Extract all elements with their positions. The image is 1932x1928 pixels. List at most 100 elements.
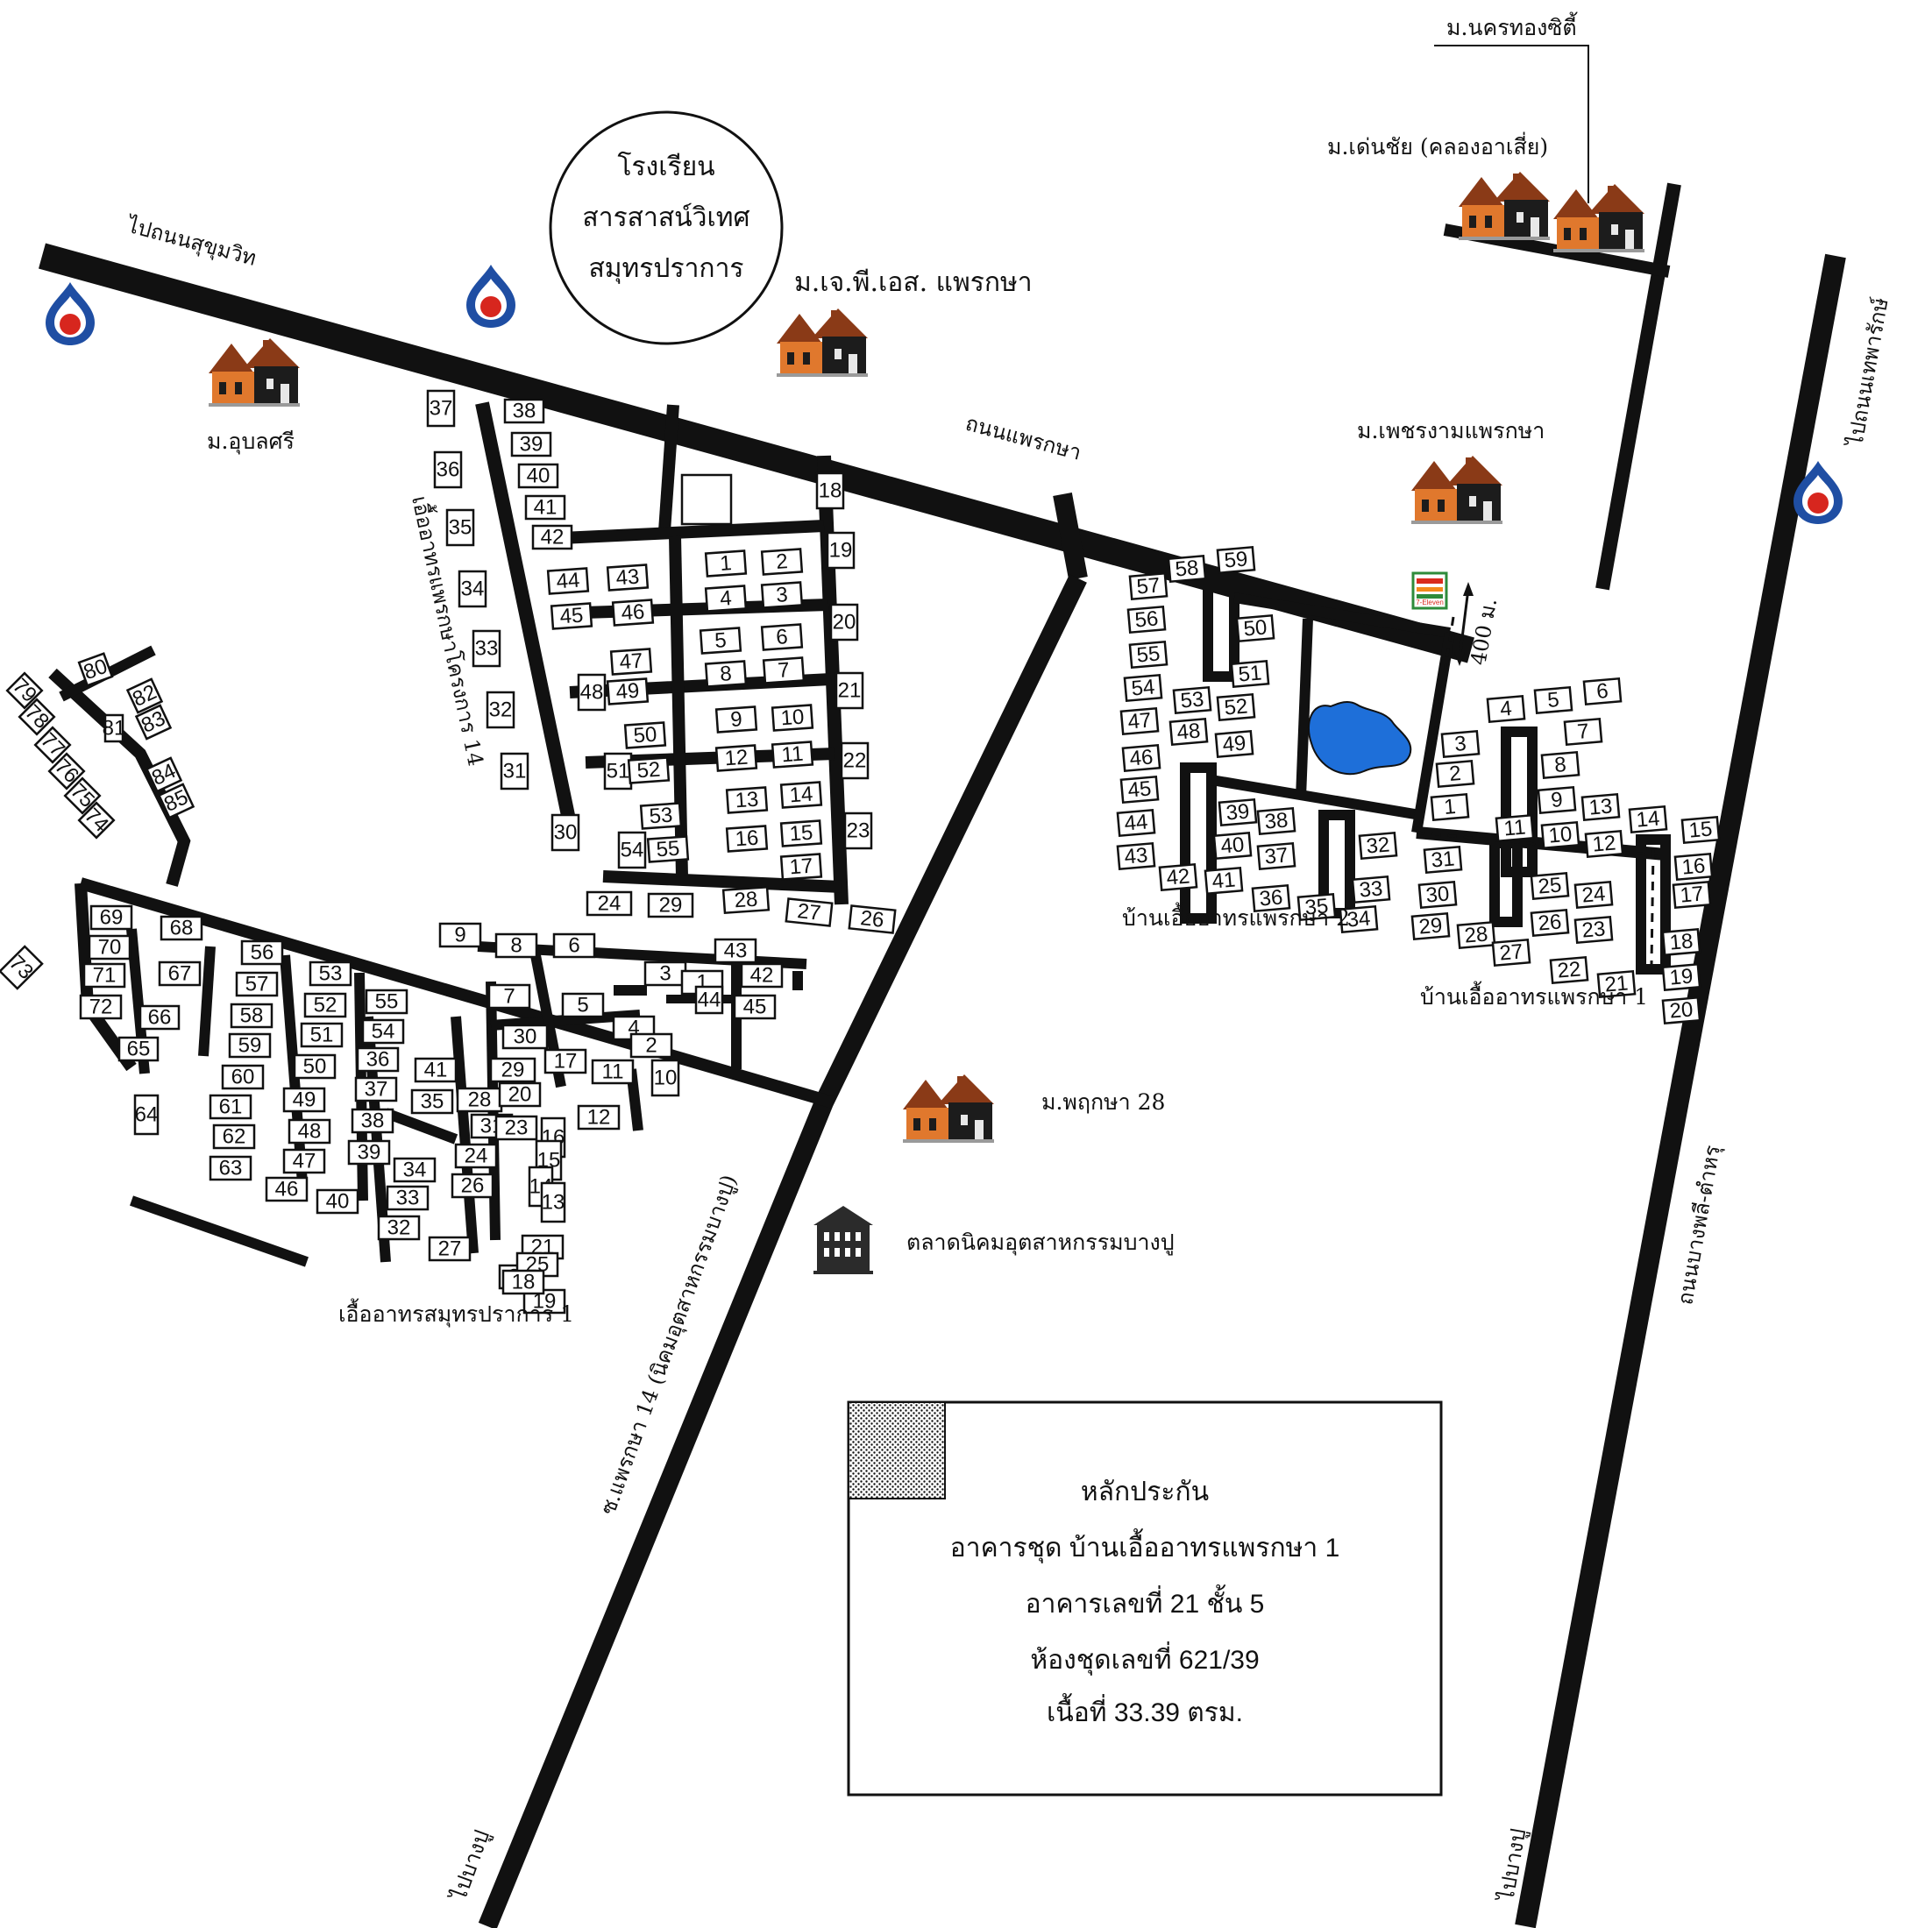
plot-cluster-a: 23 [843,812,873,850]
plot-cluster-d: 32 [1358,831,1398,861]
plot-cluster-b: 80 [77,652,114,687]
plot-box [1563,717,1603,747]
plot-box [498,1081,542,1108]
plot-cluster-a: 29 [647,892,694,918]
plot-box [117,1036,160,1062]
plot-number: 41 [1211,868,1237,893]
plot-box [88,934,131,960]
plot-box [347,1139,391,1166]
plot-cluster-c: 52 [303,992,347,1018]
plot-box [82,962,126,989]
plot-cluster-e: 18 [1661,927,1701,957]
plot-box [63,776,102,815]
plot-number: 18 [512,1271,536,1294]
plot-box [785,897,834,927]
plot-box [760,581,804,609]
plot-cluster-c: 68 [160,915,203,941]
ban-ua-athorn-1-label: บ้านเอื้ออาทรแพรกษา 1 [1420,981,1648,1010]
plot-box [212,1123,256,1150]
seven-eleven-logo-icon: 7-Eleven [1411,571,1448,610]
plot-number: 41 [424,1059,448,1082]
plot-number: 37 [365,1078,388,1102]
plot-cluster-c: 20 [498,1081,542,1108]
plot-number: 37 [1264,843,1289,868]
plot-cluster-d: 49 [1214,729,1254,759]
plot-box [1351,875,1391,904]
plot-number: 31 [503,760,527,783]
nakhon-thong-leader-line [1434,45,1589,203]
phruksa-28-label: ม.พฤกษา 28 [1041,1089,1165,1115]
plot-number: 31 [1431,847,1456,872]
plot-box [704,660,748,688]
plot-cluster-c: 30 [501,1024,549,1050]
plot-cluster-d: 33 [1351,875,1391,904]
plot-cluster-c: 34 [393,1157,437,1183]
plot-cluster-c: 24 [454,1143,498,1169]
plot-cluster-a: 26 [848,904,897,934]
plot-cluster-c: 18 [501,1269,545,1295]
plot-cluster-c: 11 [591,1059,635,1085]
to-bang-pu-left-label: ไปบางปู [446,1827,495,1906]
plot-number: 66 [148,1006,172,1030]
plot-box [489,1057,536,1083]
plot-cluster-a: 20 [829,603,859,641]
plot-cluster-a: 36 [433,450,463,489]
plot-cluster-c: 56 [240,939,284,966]
plot-box [1216,692,1256,722]
plot-number: 42 [541,526,565,549]
plot-cluster-c: 69 [89,904,133,931]
plot-number: 20 [1669,997,1694,1023]
plot-box [494,932,538,959]
plot-cluster-e: 16 [1673,852,1714,882]
plot-cluster-c: 8 [494,932,538,959]
collateral-line-1: อาคารชุด บ้านเอื้ออาทรแพรกษา 1 [950,1528,1340,1564]
plot-box [771,704,814,732]
plot-number: 70 [98,936,122,960]
plot-cluster-e: 15 [1680,815,1721,845]
plot-number: 38 [1264,808,1289,833]
plot-number: 29 [1418,913,1444,939]
empty-lot [680,473,733,526]
side-road-a [658,404,679,532]
plot-cluster-d: 43 [1116,841,1156,871]
plot-number: 39 [358,1141,381,1165]
plot-cluster-e: 20 [1661,996,1701,1025]
plot-number: 42 [1166,864,1191,890]
nakhon-thong-city-label: ม.นครทองซิตี้ [1446,11,1578,40]
plot-number: 1 [1443,795,1457,819]
plot-cluster-e: 10 [1540,820,1580,850]
plot-number: 30 [514,1025,537,1049]
plot-box [1230,659,1270,689]
plot-number: 72 [89,996,113,1019]
plot-box [1216,545,1256,575]
plot-box [550,602,593,630]
plot-number: 46 [621,600,646,626]
plot-box [209,1094,252,1120]
plot-number: 57 [245,973,269,996]
plot-box [228,1032,272,1059]
plot-cluster-c: 40 [316,1188,359,1215]
plot-cluster-a: 49 [606,677,650,705]
plot-number: 28 [734,888,759,913]
collateral-line-3: ห้องชุดเลขที่ 621/39 [1030,1641,1259,1676]
plot-cluster-d: 52 [1216,692,1256,722]
plot-cluster-a: 8 [704,660,748,688]
plot-number: 36 [1259,885,1284,911]
plot-cluster-a: 43 [606,564,650,592]
village-house-icon [903,1074,994,1143]
plot-box [609,648,653,676]
plot-box [1116,841,1156,871]
plot-cluster-e: 13 [1580,792,1621,822]
plot-number: 68 [170,917,194,940]
plot-number: 23 [505,1116,529,1140]
plot-number: 47 [293,1150,316,1173]
plot-number: 53 [319,962,343,986]
plot-cluster-d: 57 [1128,571,1168,601]
plot-box [1661,962,1701,992]
plot-number: 3 [775,583,788,607]
plot-box [300,1022,344,1048]
plot-cluster-a: 12 [714,744,758,772]
plot-cluster-a: 1 [704,549,748,578]
plot-cluster-c: 59 [228,1032,272,1059]
